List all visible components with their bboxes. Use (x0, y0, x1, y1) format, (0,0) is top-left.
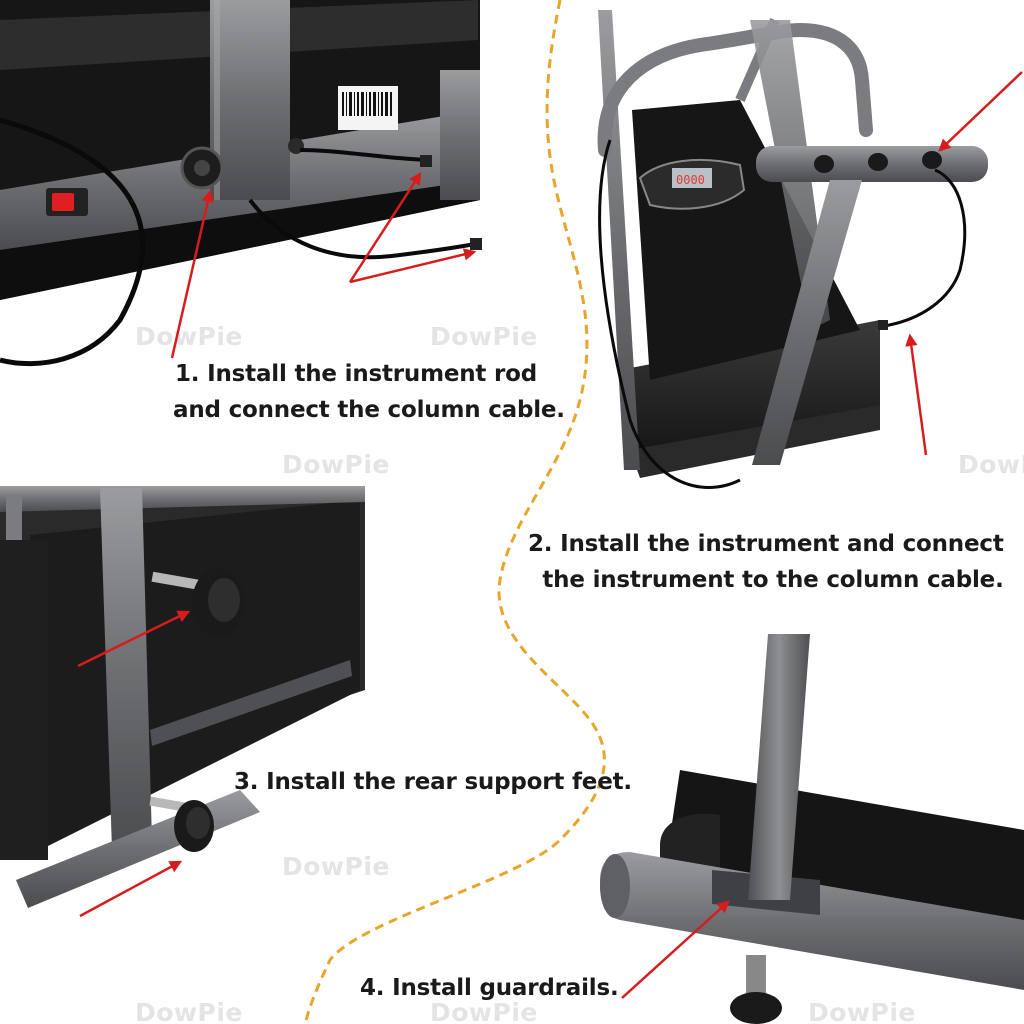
step-4-caption: 4. Install guardrails. (360, 970, 619, 1006)
watermark: DowPie (430, 322, 538, 351)
watermark: DowPie (135, 322, 243, 351)
watermark: DowPie (135, 998, 243, 1024)
photo-step-2: 0000 (597, 10, 1023, 489)
arrow (905, 333, 928, 456)
step-2-line-1: 2. Install the instrument and connect (528, 531, 1004, 557)
step-4-line-1: 4. Install guardrails. (360, 975, 619, 1001)
arrow (348, 171, 422, 283)
arrow (77, 610, 191, 668)
arrow (938, 71, 1023, 152)
step-1-line-1: 1. Install the instrument rod (175, 361, 538, 387)
watermark: DowPie (282, 450, 390, 479)
arrow (621, 900, 730, 999)
watermark: DowPie (958, 450, 1024, 479)
step-2-line-2: the instrument to the column cable. (542, 567, 1004, 593)
arrow (349, 248, 477, 284)
watermark: DowPie (282, 852, 390, 881)
photo-step-1 (0, 0, 482, 367)
step-3-caption: 3. Install the rear support feet. (234, 764, 632, 800)
arrow (170, 189, 214, 359)
watermark: DowPie (808, 998, 916, 1024)
photo-step-4 (600, 634, 1024, 1024)
step-1-caption: 1. Install the instrument rod and connec… (173, 356, 565, 428)
step-3-line-1: 3. Install the rear support feet. (234, 769, 632, 795)
svg-text:0000: 0000 (676, 173, 705, 187)
step-2-caption: 2. Install the instrument and connect th… (528, 526, 1004, 598)
divider-line (303, 0, 606, 1024)
photo-step-3 (0, 486, 365, 918)
watermark: DowPie (430, 998, 538, 1024)
arrow (79, 860, 183, 918)
step-1-line-2: and connect the column cable. (173, 397, 565, 423)
